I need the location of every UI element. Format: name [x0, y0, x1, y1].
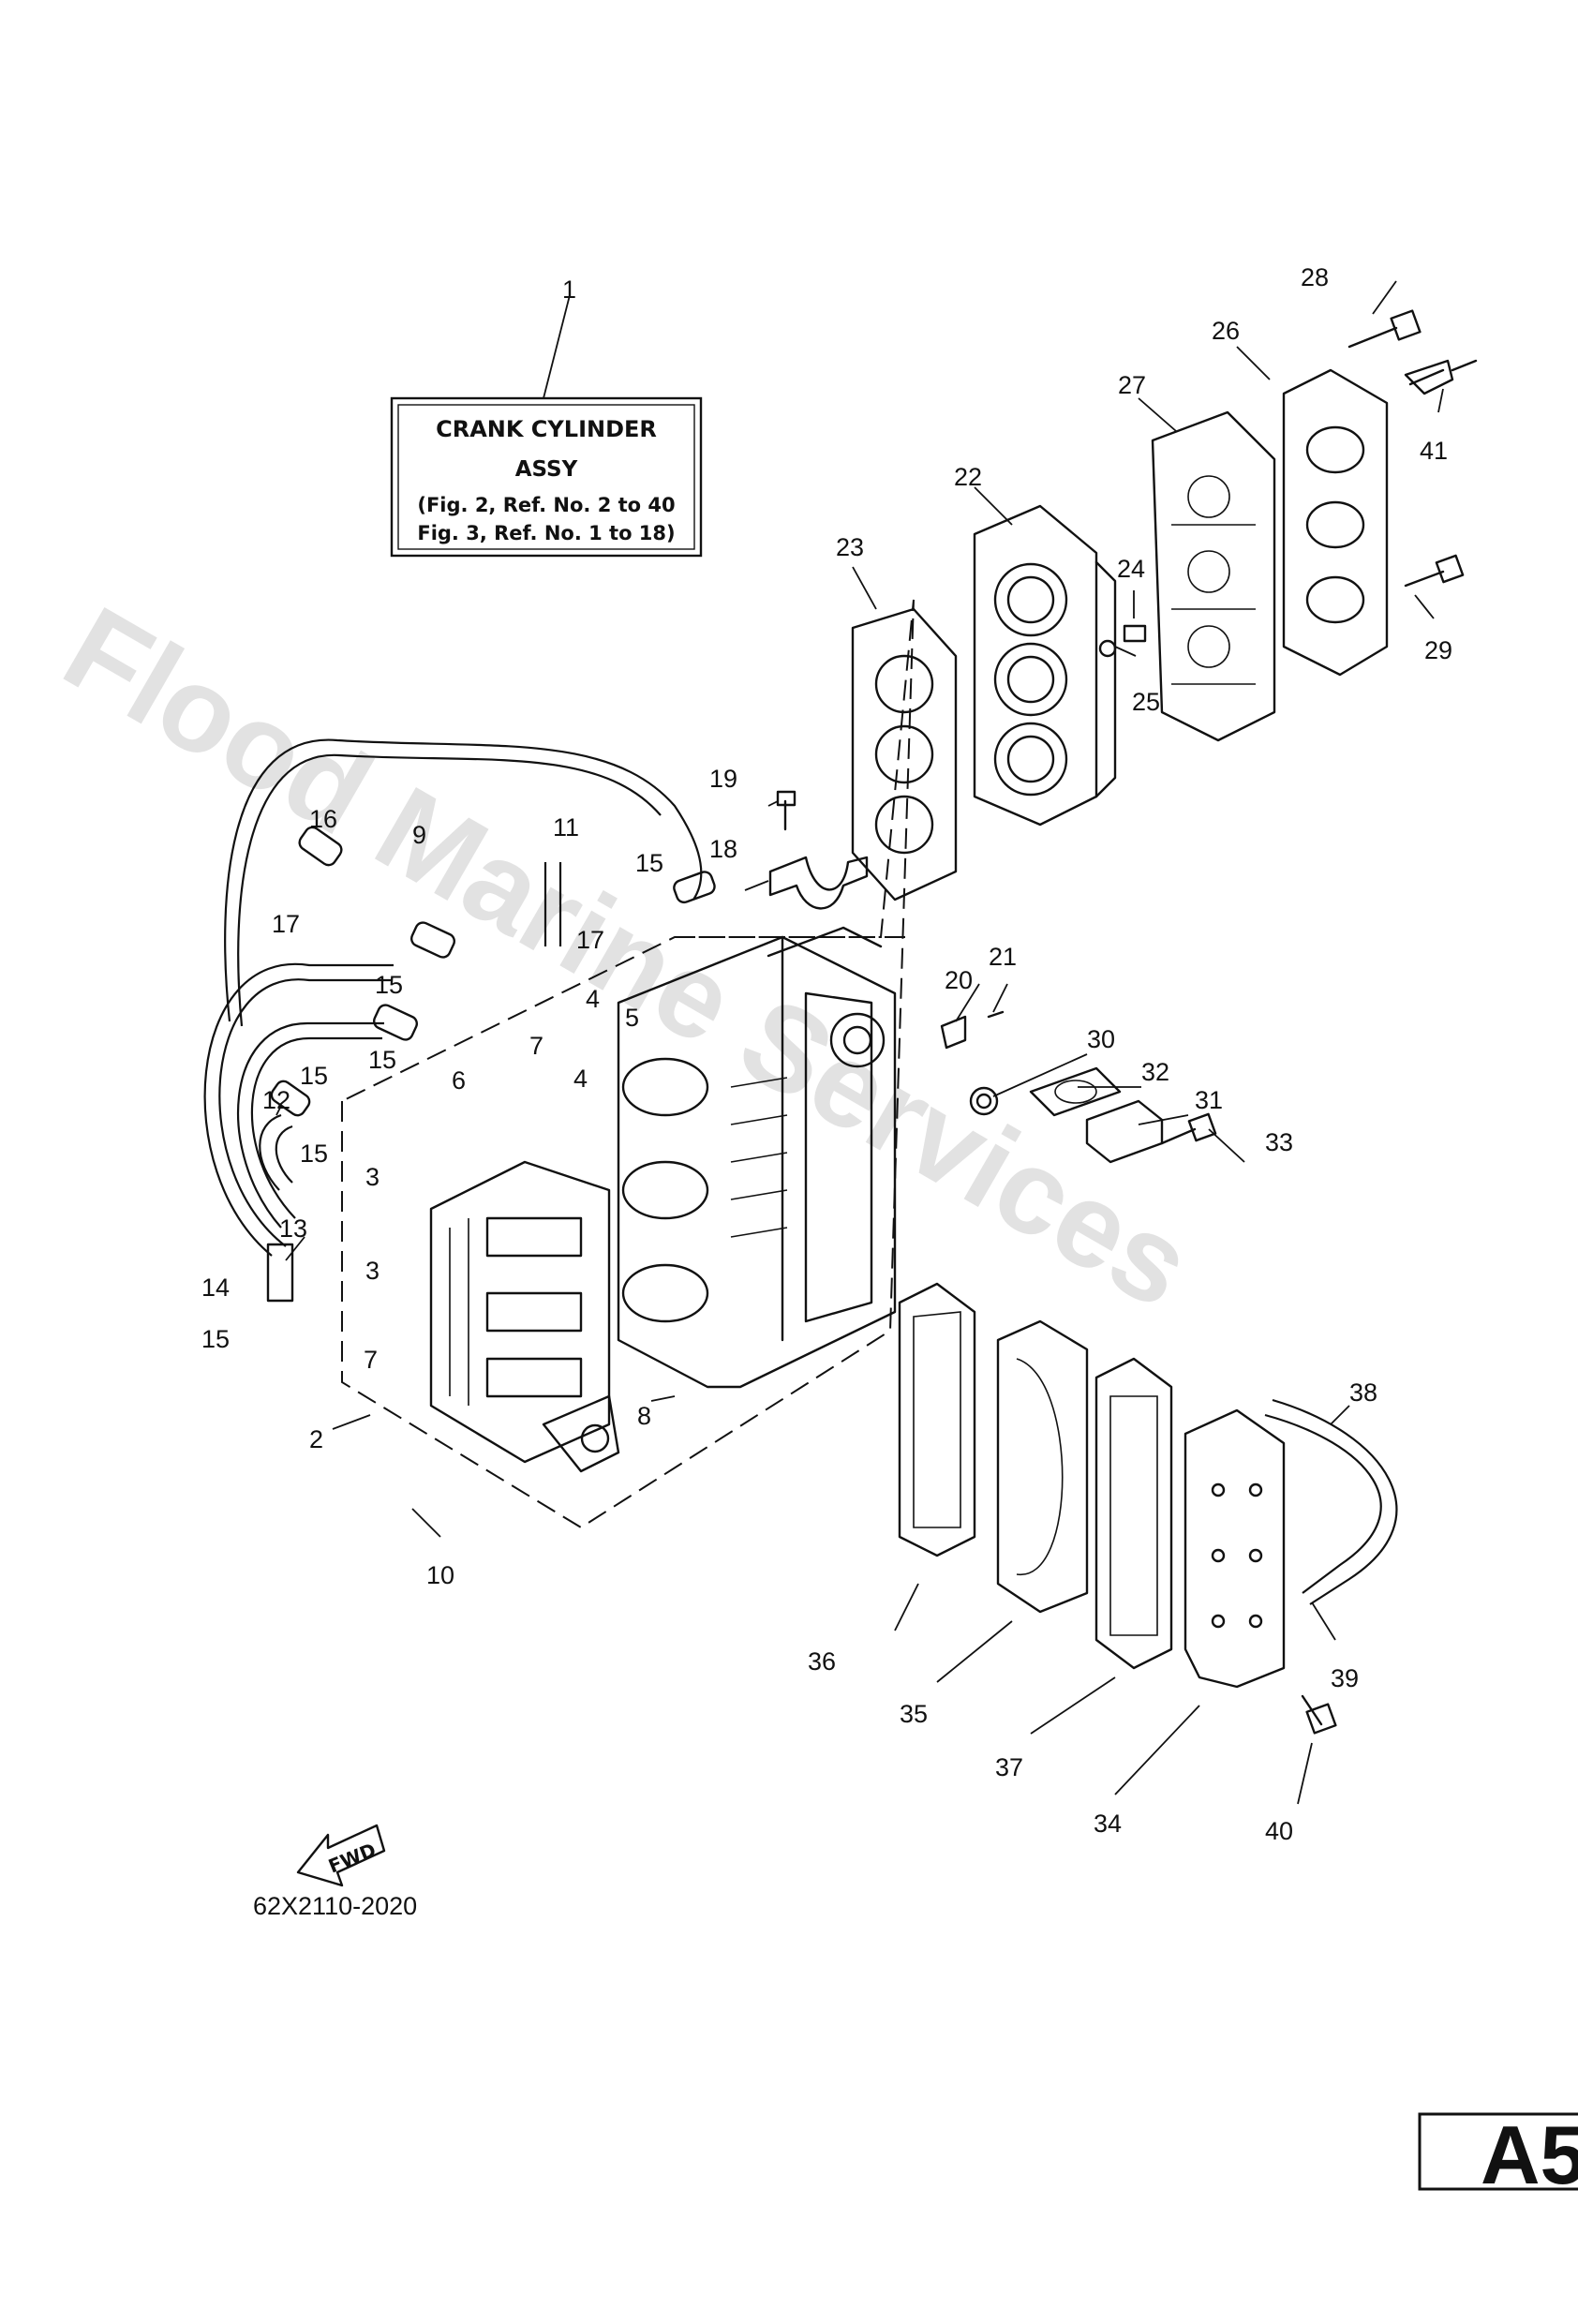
bolts-head — [1347, 309, 1465, 588]
ref-24: 24 — [1117, 555, 1145, 583]
ref-27: 27 — [1118, 371, 1146, 399]
ref-31: 31 — [1195, 1086, 1223, 1114]
head-gasket — [851, 607, 958, 901]
thermostat-parts — [940, 1010, 1217, 1164]
ref-41: 41 — [1420, 437, 1448, 465]
ref-17b: 17 — [576, 926, 604, 954]
leader-lines — [275, 280, 1444, 1805]
spark-plug — [1404, 359, 1478, 395]
ref-21: 21 — [989, 943, 1017, 971]
ref-16: 16 — [309, 805, 337, 833]
crankcase-half — [429, 1160, 620, 1473]
page-tag: A5 — [1418, 2108, 1578, 2201]
ref-33: 33 — [1265, 1128, 1293, 1156]
ref-25: 25 — [1132, 688, 1160, 716]
ref-12: 12 — [262, 1086, 290, 1114]
head-cover — [1282, 368, 1389, 677]
assy-box-line4: Fig. 3, Ref. No. 1 to 18) — [417, 522, 675, 544]
clamp-bolt — [768, 790, 869, 910]
ref-8: 8 — [637, 1402, 651, 1430]
ref-7a: 7 — [529, 1032, 543, 1060]
assy-box-line3: (Fig. 2, Ref. No. 2 to 40 — [417, 494, 675, 516]
ref-37: 37 — [995, 1753, 1023, 1781]
exhaust-cover-set — [898, 1282, 1286, 1689]
ref-4a: 4 — [586, 985, 600, 1013]
hose-38 — [1264, 1398, 1398, 1735]
ref-39: 39 — [1331, 1664, 1359, 1692]
crankcase-block — [617, 926, 897, 1389]
ref-26: 26 — [1212, 317, 1240, 345]
ref-23: 23 — [836, 533, 864, 561]
ref-19: 19 — [709, 765, 737, 793]
watermark: Flood Marine Services — [43, 581, 1213, 1333]
cylinder-head — [973, 504, 1117, 827]
ref-28: 28 — [1301, 263, 1329, 291]
hoses — [203, 738, 716, 1303]
ref-10: 10 — [426, 1561, 454, 1589]
ref-11: 11 — [553, 813, 579, 842]
ref-15d: 15 — [300, 1062, 328, 1090]
ref-15b: 15 — [375, 971, 403, 999]
ref-14: 14 — [201, 1274, 230, 1302]
plug-washer — [1098, 624, 1147, 658]
head-cover-gasket — [1151, 410, 1276, 742]
ref-29: 29 — [1424, 636, 1452, 664]
ref-35: 35 — [900, 1700, 928, 1728]
ref-9: 9 — [412, 821, 426, 849]
ref-36: 36 — [808, 1647, 836, 1676]
ref-20: 20 — [945, 966, 973, 994]
ref-22: 22 — [954, 463, 982, 491]
fwd-label: FWD — [325, 1839, 380, 1878]
ref-3b: 3 — [365, 1257, 380, 1285]
ref-17a: 17 — [272, 910, 300, 938]
ref-6: 6 — [452, 1066, 466, 1095]
ref-4b: 4 — [573, 1065, 588, 1093]
ref-5: 5 — [625, 1004, 639, 1032]
ref-3a: 3 — [365, 1163, 380, 1191]
ref-18: 18 — [709, 835, 737, 863]
ref-2: 2 — [309, 1425, 323, 1453]
ref-34: 34 — [1094, 1810, 1122, 1838]
ref-15e: 15 — [300, 1140, 328, 1168]
page-tag-label: A5 — [1481, 2108, 1578, 2201]
ref-30: 30 — [1087, 1025, 1115, 1053]
ref-13: 13 — [279, 1214, 307, 1243]
ref-7b: 7 — [364, 1346, 378, 1374]
ref-40: 40 — [1265, 1817, 1293, 1845]
fwd-arrow: FWD — [296, 1824, 386, 1887]
ref-15c: 15 — [368, 1046, 396, 1074]
assy-box-line1: CRANK CYLINDER — [436, 416, 657, 442]
diagram-code: 62X2110-2020 — [253, 1892, 417, 1920]
ref-1: 1 — [562, 276, 576, 304]
ref-38: 38 — [1349, 1378, 1377, 1407]
ref-15f: 15 — [201, 1325, 230, 1353]
assy-box-line2: ASSY — [515, 457, 578, 482]
ref-15a: 15 — [635, 849, 663, 877]
assy-label-box: CRANK CYLINDER ASSY (Fig. 2, Ref. No. 2 … — [390, 396, 703, 558]
ref-32: 32 — [1141, 1058, 1169, 1086]
reference-numbers: 1 2 3 3 4 4 5 6 7 7 8 9 10 11 12 13 14 1… — [201, 263, 1452, 1845]
